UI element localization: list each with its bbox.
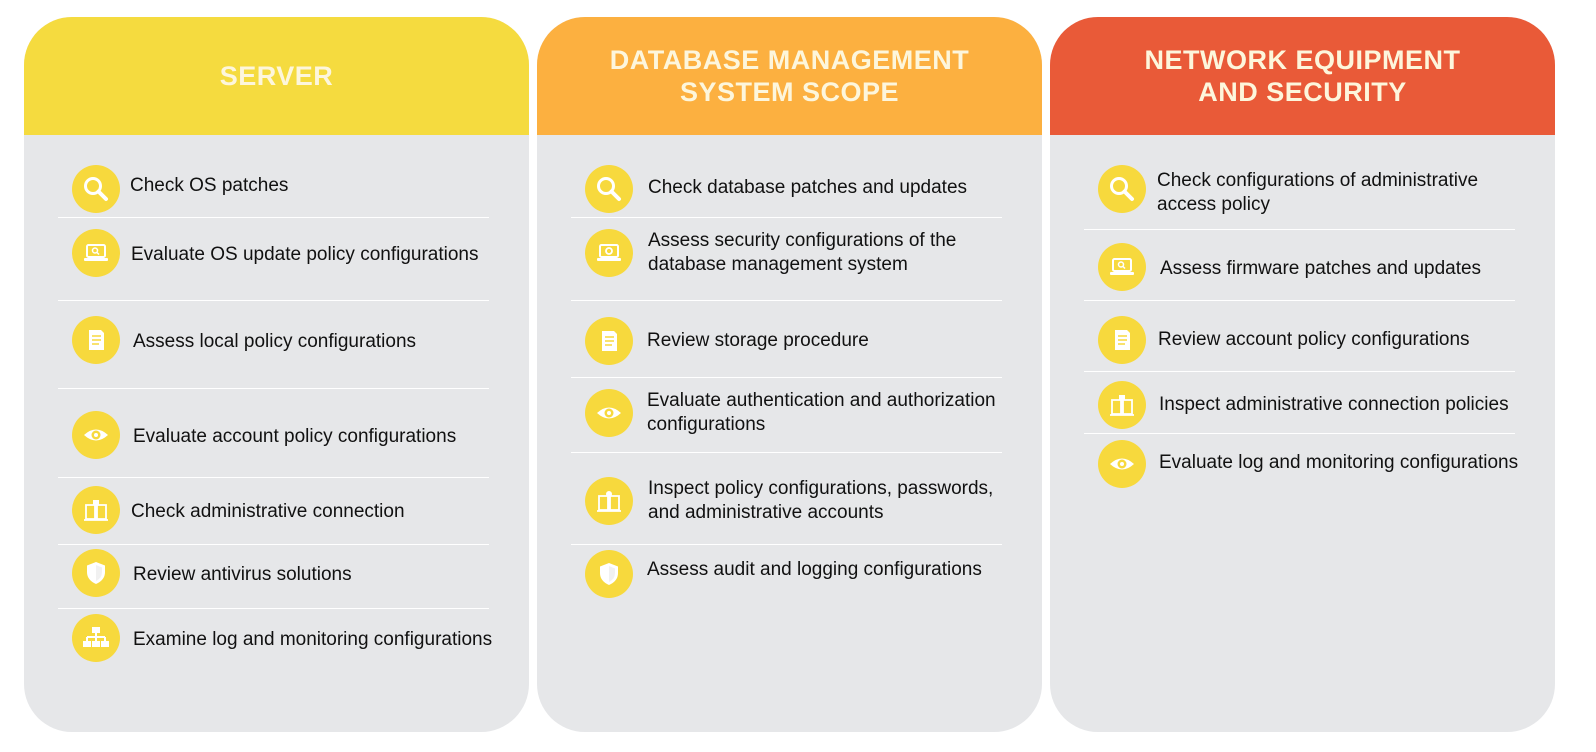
divider [58,608,489,609]
magnifier-icon [585,165,633,213]
server-header: SERVER [24,17,529,135]
database-header: DATABASE MANAGEMENT SYSTEM SCOPE [537,17,1042,135]
list-item: Assess firmware patches and updates [1050,243,1555,293]
magnifier-icon [72,165,120,213]
list-item: Check configurations of administrative a… [1050,165,1555,215]
divider [571,452,1002,453]
eye-gear-icon [1098,440,1146,488]
list-item: Evaluate log and monitoring configuratio… [1050,440,1555,490]
book-gear-icon [585,477,633,525]
divider [58,300,489,301]
item-label: Assess firmware patches and updates [1160,258,1482,279]
list-item: Evaluate account policy configurations [24,411,529,461]
list-item: Inspect administrative connection polici… [1050,381,1555,431]
list-item: Check OS patches [24,165,529,215]
magnifier-icon [1098,165,1146,213]
list-item: Review storage procedure [537,317,1042,367]
item-label: Evaluate authentication and authorizatio… [647,390,996,435]
database-card: DATABASE MANAGEMENT SYSTEM SCOPE Check d… [537,17,1042,732]
item-label: Check configurations of administrative a… [1157,170,1479,215]
list-item: Assess security configurations of the da… [537,229,1042,279]
divider [58,217,489,218]
divider [1084,433,1515,434]
server-card: SERVER Check OS patches Evaluate OS upda… [24,17,529,732]
list-item: Review antivirus solutions [24,549,529,599]
shield-icon [585,550,633,598]
network-title: NETWORK EQUIPMENT AND SECURITY [1144,45,1461,107]
network-hierarchy-icon [72,614,120,662]
laptop-search-icon [72,229,120,277]
divider [571,377,1002,378]
item-label: Examine log and monitoring configuration… [133,629,493,650]
document-icon [1098,316,1146,364]
shield-icon [72,549,120,597]
divider [1084,371,1515,372]
eye-gear-icon [585,389,633,437]
item-label: Check database patches and updates [648,177,968,198]
list-item: Inspect policy configurations, passwords… [537,477,1042,527]
divider [58,477,489,478]
list-item: Assess local policy configurations [24,316,529,366]
item-label: Review antivirus solutions [133,564,352,585]
item-label: Review account policy configurations [1158,329,1470,350]
item-label: Evaluate log and monitoring configuratio… [1159,452,1519,473]
divider [1084,300,1515,301]
item-label: Evaluate OS update policy configurations [131,244,479,265]
divider [1084,229,1515,230]
item-label: Assess audit and logging configurations [647,559,982,580]
list-item: Check database patches and updates [537,165,1042,215]
item-label: Inspect administrative connection polici… [1159,394,1509,415]
item-label: Inspect policy configurations, passwords… [648,478,994,523]
eye-icon [72,411,120,459]
list-item: Review account policy configurations [1050,316,1555,366]
network-card: NETWORK EQUIPMENT AND SECURITY Check con… [1050,17,1555,732]
laptop-gear-icon [585,229,633,277]
database-title: DATABASE MANAGEMENT SYSTEM SCOPE [609,45,970,107]
divider [571,300,1002,301]
document-icon [72,316,120,364]
server-title: SERVER [219,61,334,91]
divider [571,217,1002,218]
item-label: Check administrative connection [131,501,405,522]
list-item: Check administrative connection [24,486,529,536]
connection-book-icon [1098,381,1146,429]
divider [571,544,1002,545]
item-label: Check OS patches [130,175,289,196]
list-item: Examine log and monitoring configuration… [24,614,529,664]
list-item: Evaluate authentication and authorizatio… [537,389,1042,439]
item-label: Assess local policy configurations [133,331,417,352]
laptop-search-icon [1098,243,1146,291]
item-label: Assess security configurations of the da… [648,230,957,275]
divider [58,388,489,389]
network-header: NETWORK EQUIPMENT AND SECURITY [1050,17,1555,135]
divider [58,544,489,545]
document-icon [585,317,633,365]
list-item: Evaluate OS update policy configurations [24,229,529,279]
item-label: Review storage procedure [647,330,869,351]
list-item: Assess audit and logging configurations [537,550,1042,600]
item-label: Evaluate account policy configurations [133,426,457,447]
connection-book-icon [72,486,120,534]
